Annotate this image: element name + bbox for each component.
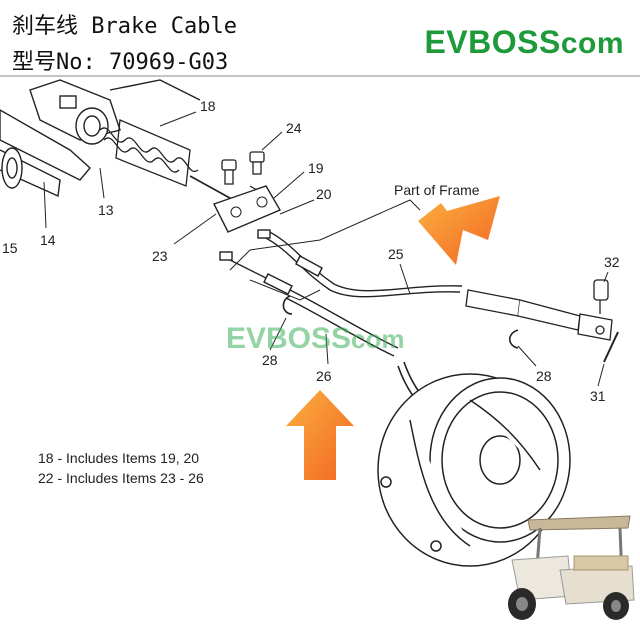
callout-25: 25 [388,246,404,262]
callout-13: 13 [98,202,114,218]
callout-28-right: 28 [536,368,552,384]
callout-26: 26 [316,368,332,384]
title-line-2: 型号No: 70969-G03 [12,50,229,75]
orange-arrow-icon [418,196,500,265]
golf-cart-photo [508,515,635,620]
leader-lines [43,111,609,387]
notes: 18 - Includes Items 19, 20 22 - Includes… [38,448,204,488]
bolt-24 [221,151,265,185]
callout-24: 24 [286,120,302,136]
clip-28-right [508,329,519,349]
callout-32: 32 [604,254,620,270]
callout-15: 15 [2,240,18,256]
callout-31: 31 [590,388,606,404]
watermark-suffix: com [351,324,405,354]
watermark: EVBOSScom [226,322,405,356]
callout-20: 20 [316,186,332,202]
brand-logo: EVBOSScom [424,24,624,61]
note-line: 22 - Includes Items 23 - 26 [38,470,204,486]
note-line: 18 - Includes Items 19, 20 [38,450,200,466]
bracket-23 [213,185,282,233]
watermark-main: EVBOSS [226,322,352,355]
title-line-1: 刹车线 Brake Cable [12,14,237,39]
brand-logo-suffix: com [560,27,624,60]
brand-logo-main: EVBOSS [424,24,561,60]
cotter-pin-31 [603,331,619,363]
pedal-assembly [0,79,201,198]
spring-18 [99,119,199,187]
callout-19: 19 [308,160,324,176]
clip-28-left [282,295,293,315]
callout-14: 14 [40,232,56,248]
callout-28-left: 28 [262,352,278,368]
part-of-frame-label: Part of Frame [394,182,480,198]
cable-26 [219,251,399,357]
cable-25 [257,229,463,298]
orange-arrow-icon [286,390,354,480]
rod-assembly [465,279,613,341]
brake-drum [377,373,571,567]
callout-23: 23 [152,248,168,264]
callout-18: 18 [200,98,216,114]
